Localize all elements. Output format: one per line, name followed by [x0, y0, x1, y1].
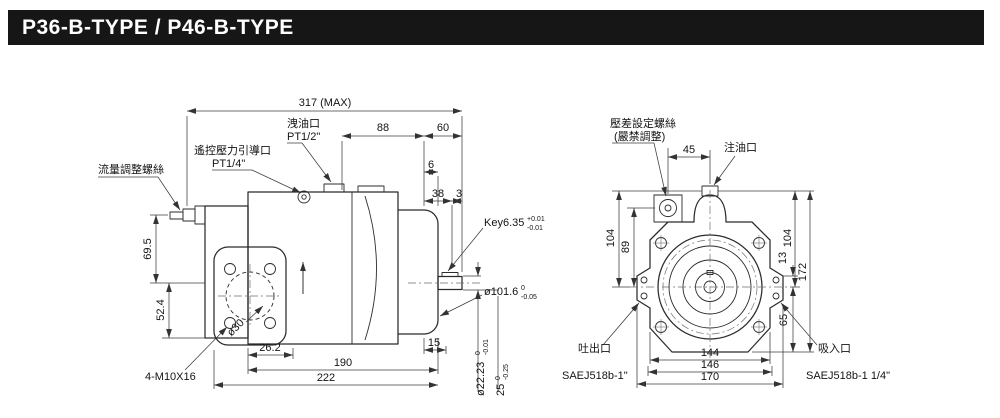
bolt-holes-label: 4-M10X16: [145, 371, 196, 383]
outlet-port-label: 吐出口: [578, 341, 611, 355]
dim-144: 144: [701, 347, 719, 359]
pump-side-outline: [169, 183, 480, 346]
dim-65: 65: [778, 314, 790, 326]
side-view: 317 (MAX) 88 60 6 38 3 Key6.35 +0.01 -0.…: [98, 97, 545, 396]
inlet-port-size: SAEJ518b-1 1/4": [806, 370, 890, 382]
dim-overall-length: 317 (MAX): [299, 97, 352, 109]
key-tol-lower: -0.01: [527, 225, 543, 232]
pilot-circle-label: ø30: [225, 317, 247, 339]
side-view-callouts: 流量調整螺絲 遙控壓力引導口 PT1/4" 洩油口 PT1/2": [98, 116, 332, 211]
dim-172: 172: [797, 263, 809, 281]
dim-60: 60: [437, 122, 449, 134]
drain-port-label: 洩油口: [287, 116, 320, 130]
remote-port-size: PT1/4": [212, 158, 245, 170]
dim-6: 6: [428, 159, 434, 171]
dim-shaft-len: 25: [495, 384, 507, 396]
dim-146: 146: [701, 359, 719, 371]
dim-26-2: 26.2: [259, 342, 280, 354]
shaft-tol-upper: 0: [475, 351, 482, 355]
dim-shaft-dia: ø22.23: [475, 362, 487, 396]
dim-38: 38: [432, 188, 444, 200]
shaft-len-tol-lower: -0.25: [503, 364, 510, 380]
oil-fill-port-label: 注油口: [724, 140, 757, 154]
pressure-diff-screw-label: 壓差設定螺絲: [610, 116, 676, 130]
flow-screw-label: 流量調整螺絲: [98, 162, 164, 176]
dim-spigot-dia: ø101.6: [484, 286, 518, 298]
outlet-port-size: SAEJ518b-1": [562, 370, 628, 382]
shaft-len-tol-upper: 0: [495, 376, 502, 380]
dim-170: 170: [701, 371, 719, 383]
spigot-tol-upper: 0: [521, 285, 525, 292]
key-label: Key6.35: [484, 217, 524, 229]
dim-3: 3: [456, 188, 462, 200]
pressure-diff-screw: [659, 199, 677, 217]
remote-port-label: 遙控壓力引導口: [194, 143, 271, 157]
dim-69-5: 69.5: [142, 238, 154, 259]
dim-52-4: 52.4: [155, 299, 167, 320]
shaft-tol-lower: -0.01: [483, 339, 490, 355]
pump-front-outline: [630, 185, 790, 364]
front-view-callouts: 壓差設定螺絲 (嚴禁調整) 注油口 吐出口 SAEJ518b-1" 吸入口 SA…: [562, 116, 890, 382]
dim-104-left: 104: [605, 229, 617, 247]
inlet-port-label: 吸入口: [818, 343, 851, 355]
side-view-dimensions: 317 (MAX) 88 60 6 38 3 Key6.35 +0.01 -0.…: [142, 97, 545, 396]
spigot-tol-lower: -0.05: [521, 294, 537, 301]
dim-104-right: 104: [782, 229, 794, 247]
front-view: 45 104 89 104 172 13 65: [562, 116, 890, 388]
drain-port-size: PT1/2": [287, 131, 320, 143]
dim-45: 45: [683, 144, 695, 156]
dim-222: 222: [317, 372, 335, 384]
page-title: P36-B-TYPE / P46-B-TYPE: [22, 15, 294, 39]
dim-88: 88: [377, 122, 389, 134]
dim-190: 190: [334, 357, 352, 369]
dim-89: 89: [620, 241, 632, 253]
dim-15: 15: [428, 337, 440, 349]
dim-13: 13: [777, 252, 789, 264]
front-view-dimensions: 45 104 89 104 172 13 65: [605, 144, 814, 388]
title-bar: P36-B-TYPE / P46-B-TYPE: [8, 10, 984, 45]
pressure-diff-warning: (嚴禁調整): [614, 129, 665, 143]
key-tol-upper: +0.01: [527, 216, 545, 223]
